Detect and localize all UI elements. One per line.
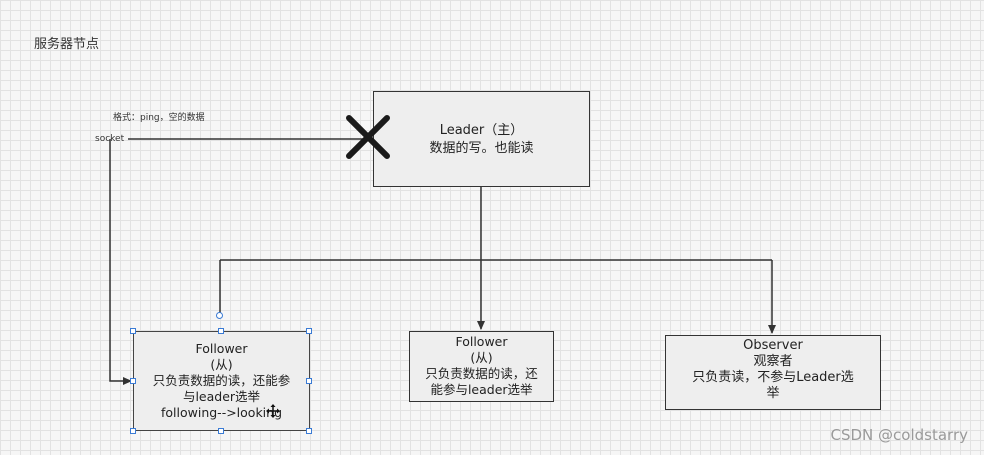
- follower-desc-2: 能参与leader选举: [430, 382, 533, 397]
- resize-handle-w[interactable]: [130, 378, 136, 384]
- resize-handle-e[interactable]: [306, 378, 312, 384]
- page-title: 服务器节点: [34, 37, 100, 52]
- move-cursor-icon: [266, 404, 280, 418]
- watermark: CSDN @coldstarry: [830, 426, 968, 444]
- observer-node[interactable]: Observer 观察者 只负责读，不参与Leader选 举: [665, 335, 881, 410]
- follower-node[interactable]: Follower (从) 只负责数据的读，还 能参与leader选举: [409, 331, 554, 402]
- follower-selected-desc-3: following-->looking: [160, 405, 283, 420]
- follower-selected-subtitle: (从): [210, 357, 233, 372]
- follower-subtitle: (从): [470, 350, 493, 365]
- follower-selected-desc-1: 只负责数据的读，还能参: [152, 373, 291, 388]
- follower-node-selected[interactable]: Follower (从) 只负责数据的读，还能参 与leader选举 follo…: [133, 331, 310, 431]
- x-mark-icon: [346, 115, 390, 159]
- observer-desc-1: 只负责读，不参与Leader选: [692, 370, 854, 385]
- socket-label: socket: [95, 134, 125, 144]
- socket-to-follower-connector[interactable]: [109, 139, 132, 385]
- leader-title: Leader（主）: [439, 123, 524, 138]
- observer-title: Observer: [743, 338, 803, 353]
- follower-selected-desc-2: 与leader选举: [182, 389, 261, 404]
- leader-node[interactable]: Leader（主） 数据的写。也能读: [373, 91, 590, 187]
- resize-handle-n[interactable]: [218, 328, 224, 334]
- resize-handle-nw[interactable]: [130, 328, 136, 334]
- resize-handle-s[interactable]: [218, 428, 224, 434]
- follower-desc-1: 只负责数据的读，还: [425, 366, 538, 381]
- resize-handle-sw[interactable]: [130, 428, 136, 434]
- resize-handle-se[interactable]: [306, 428, 312, 434]
- annotation-text: 格式：ping，空的数据: [113, 113, 205, 123]
- observer-desc-2: 举: [766, 386, 780, 401]
- resize-handle-ne[interactable]: [306, 328, 312, 334]
- follower-selected-title: Follower: [195, 341, 248, 356]
- follower-title: Follower: [455, 334, 508, 349]
- leader-description: 数据的写。也能读: [429, 141, 534, 156]
- observer-subtitle: 观察者: [753, 354, 793, 369]
- connector-endpoint-handle[interactable]: [216, 312, 223, 319]
